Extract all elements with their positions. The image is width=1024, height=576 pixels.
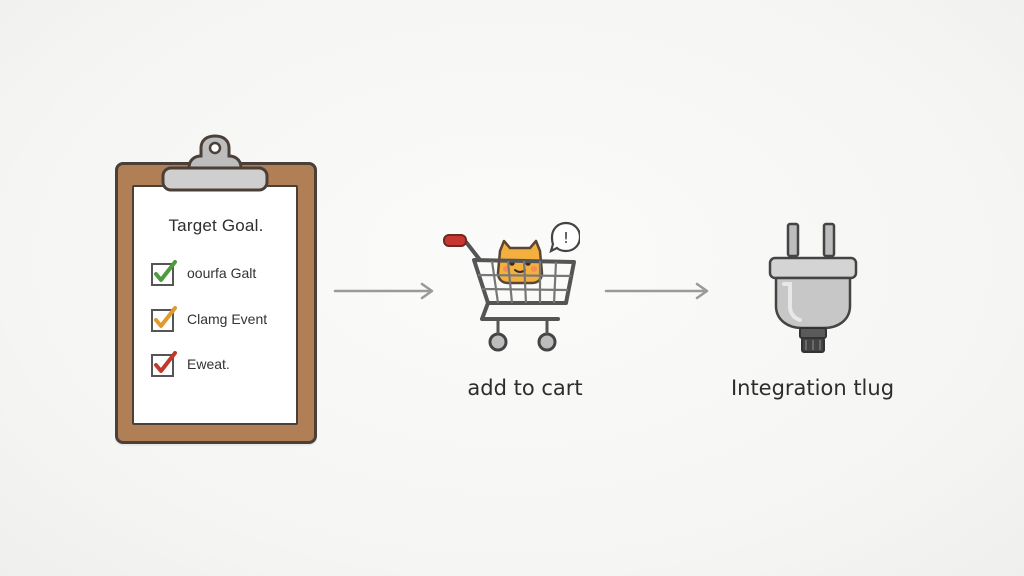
cart-step-label: add to cart [467, 376, 583, 400]
flow-arrow-icon [333, 282, 434, 300]
checklist-item-label: Eweat. [187, 356, 230, 372]
clipboard-title: Target Goal. [168, 216, 264, 235]
clipboard-clip-icon [161, 134, 269, 192]
checklist-item-label: Clamg Event [187, 311, 268, 327]
plug-step-label: Integration tlug [730, 376, 895, 400]
shopping-cart-icon: ! [443, 221, 580, 352]
svg-text:!: ! [563, 229, 569, 247]
checkbox-checked-icon [151, 306, 177, 332]
clipboard: Target Goal. oourfa Galt Clamg Event Ewe… [115, 134, 317, 444]
clipboard-paper [132, 185, 298, 425]
checklist-item: oourfa Galt [149, 258, 256, 288]
checkbox-checked-icon [151, 351, 177, 377]
plug-icon [768, 222, 858, 353]
checklist-item: Eweat. [149, 349, 230, 379]
checklist-item-label: oourfa Galt [187, 265, 257, 281]
clipboard-board [115, 162, 317, 444]
flow-arrow-icon [604, 282, 709, 300]
checklist-item: Clamg Event [149, 304, 267, 334]
checkbox-checked-icon [151, 260, 177, 286]
speech-bubble-icon: ! [549, 221, 580, 254]
